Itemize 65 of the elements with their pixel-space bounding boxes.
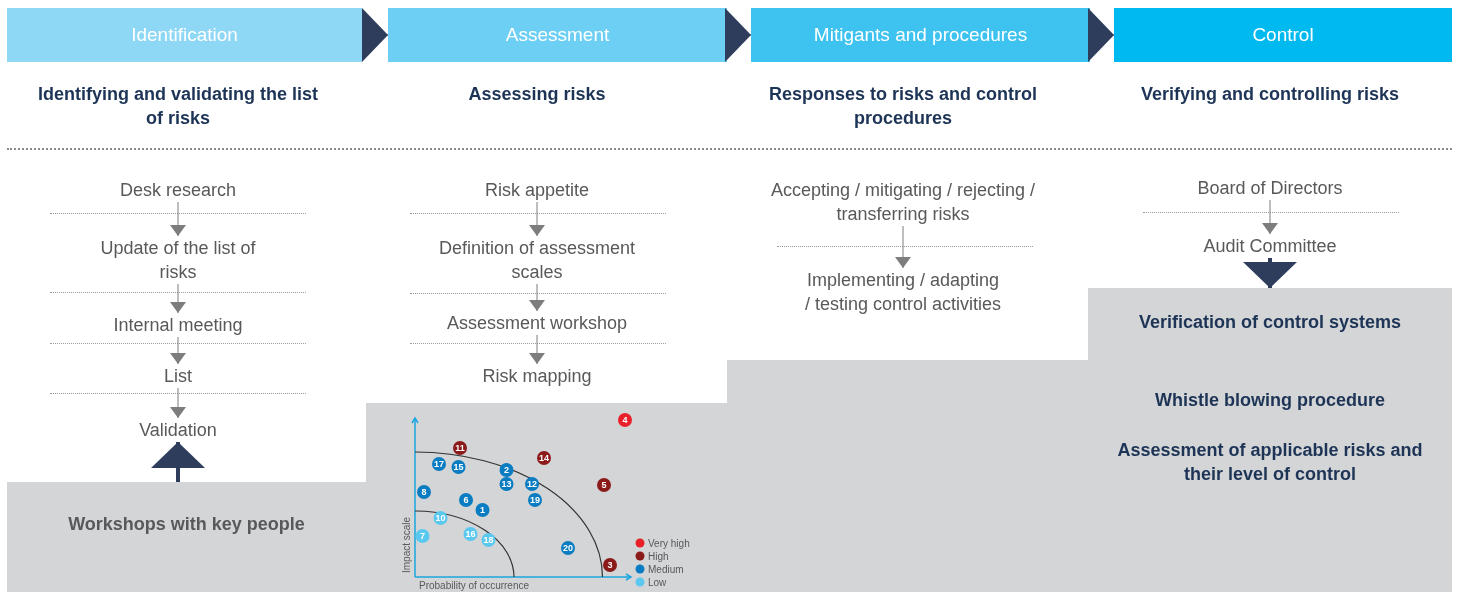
risk-bubble: 14 (537, 451, 551, 465)
step-label: Implementing / adapting / testing control activities (803, 268, 1003, 340)
risk-bubble: 4 (618, 413, 632, 427)
step-label: Board of Directors (1170, 176, 1370, 200)
stage-subtitle: Responses to risks and control procedures (733, 82, 1073, 130)
step-label: Assessment workshop (417, 311, 657, 335)
arrow (895, 225, 911, 269)
risk-bubble: 19 (528, 493, 542, 507)
legend-label: Medium (648, 563, 684, 575)
arrow (170, 336, 186, 365)
risk-bubble: 2 (499, 463, 514, 477)
step-label: Update of the list of risks (93, 236, 263, 284)
risk-bubble: 13 (499, 477, 514, 491)
stage-header: Mitigants and procedures (751, 8, 1090, 62)
legend-label: Low (648, 576, 667, 588)
stage-header: Assessment (388, 8, 727, 62)
risk-bubble: 16 (463, 527, 478, 541)
risk-bubble: 15 (451, 460, 466, 474)
step-label: Risk appetite (437, 178, 637, 202)
arrow (170, 201, 186, 237)
legend-label: Very high (648, 537, 690, 549)
step-label: Internal meeting (68, 313, 288, 337)
risk-bubble: 17 (432, 457, 446, 471)
risk-bubble: 7 (415, 529, 430, 543)
stage-subtitle: Identifying and validating the list of risks (28, 82, 328, 130)
panel-text: Verification of control systems (1120, 310, 1420, 358)
risk-bubble: 11 (453, 441, 467, 455)
stage-subtitle: Assessing risks (387, 82, 687, 106)
risk-bubble: 12 (525, 477, 539, 491)
arrow (529, 201, 545, 237)
arrow (529, 334, 545, 365)
legend-label: High (648, 550, 669, 562)
step-label: Risk mapping (437, 364, 637, 388)
step-label: Desk research (78, 178, 278, 202)
panel-text: Whistle blowing procedure (1110, 388, 1430, 412)
step-label: Definition of assessment scales (417, 236, 657, 284)
step-label: List (78, 364, 278, 388)
axis-label: Probability of occurrence (419, 580, 530, 591)
chevron-arrow (1088, 8, 1115, 62)
axis-label: Impact scale (401, 516, 412, 573)
risk-bubble: 10 (433, 511, 448, 525)
risk-bubble: 6 (459, 493, 473, 507)
arrow (529, 283, 545, 312)
note-panel: Workshops with key people (7, 482, 366, 592)
risk-bubble: 18 (481, 533, 496, 547)
stage-header: Control (1114, 8, 1452, 62)
arrow (1262, 199, 1278, 235)
info-panel (1088, 288, 1452, 592)
risk-bubble: 5 (597, 478, 611, 492)
arrow (151, 442, 205, 482)
step-label: Audit Committee (1170, 234, 1370, 258)
chevron-arrow (361, 8, 389, 62)
chevron-arrow (725, 8, 752, 62)
risk-bubble: 1 (475, 503, 490, 517)
stage-header: Identification (7, 8, 362, 62)
risk-bubble: 20 (561, 541, 575, 555)
arrow (170, 283, 186, 314)
risk-bubble: 8 (417, 485, 431, 499)
risk-bubble: 3 (603, 558, 617, 572)
panel-text: Assessment of applicable risks and their level of control (1110, 438, 1430, 510)
step-label: Accepting / mitigating / rejecting / transferring risks (738, 178, 1068, 226)
arrow (1243, 258, 1297, 288)
step-label: Validation (78, 418, 278, 442)
stage-subtitle: Verifying and controlling risks (1100, 82, 1440, 130)
arrow (170, 387, 186, 419)
